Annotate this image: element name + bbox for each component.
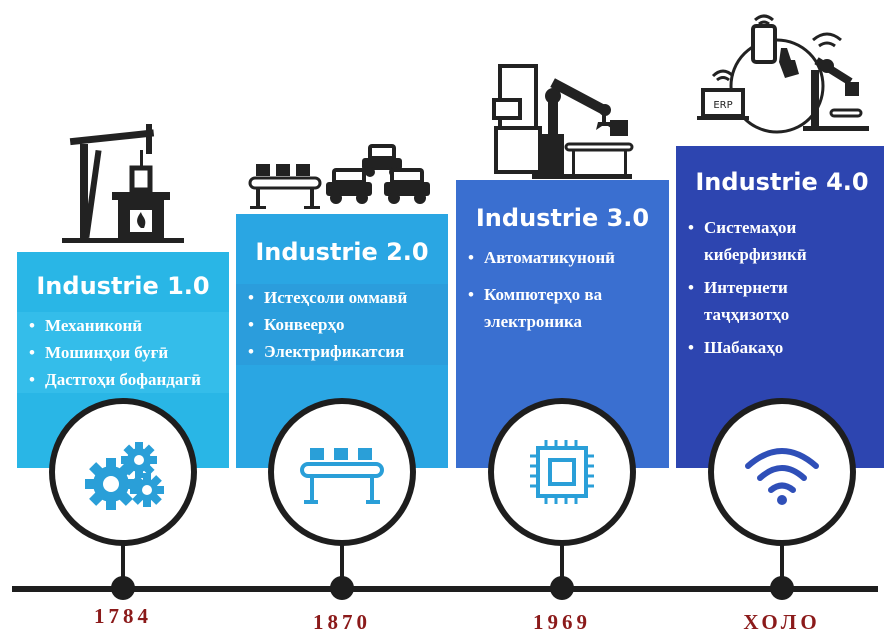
bullet-item: Мошинҳои буғӣ <box>17 339 229 366</box>
stage-title: Industrie 1.0 <box>36 272 210 300</box>
stage-bullets: Автоматикунонӣ Компютерҳо ва электроника <box>456 244 669 335</box>
stage-icon-circle-3 <box>488 398 636 546</box>
stage-bullets: Системаҳои киберфизикӣ Интернети таҷҳизо… <box>676 214 884 361</box>
bullet-item: Автоматикунонӣ <box>456 244 669 271</box>
timeline-connector <box>340 540 344 586</box>
conveyor-icon <box>300 448 384 504</box>
timeline-dot <box>550 576 574 600</box>
timeline-dot <box>111 576 135 600</box>
chip-icon <box>530 440 594 504</box>
bullet-item: Системаҳои <box>676 214 884 241</box>
stage-bullets: Истеҳсоли оммавӣ Конвеерҳо Электрификатс… <box>236 284 448 365</box>
bullet-item: Компютерҳо ва <box>456 281 669 308</box>
stage-bullets: Механиконӣ Мошинҳои буғӣ Дастгоҳи бофанд… <box>17 312 229 393</box>
stage-icon-circle-2 <box>268 398 416 546</box>
bullet-item-continued: электроника <box>484 312 583 331</box>
bullet-item: Электрификатсия <box>236 338 448 365</box>
bullet-item: Истеҳсоли оммавӣ <box>236 284 448 311</box>
year-label: 1784 <box>94 604 152 628</box>
cars-conveyor-icon <box>248 144 430 209</box>
erp-network-robot-icon: ERP <box>697 14 869 134</box>
timeline-dot <box>770 576 794 600</box>
erp-label: ERP <box>713 100 732 111</box>
bullet-item: Конвеерҳо <box>236 311 448 338</box>
year-label: 1870 <box>313 610 371 634</box>
timeline-connector <box>121 540 125 586</box>
bullet-item-continued: таҷҳизотҳо <box>704 305 790 324</box>
stage-title: Industrie 3.0 <box>475 204 650 232</box>
bullet-item: Дастгоҳи бофандагӣ <box>17 366 229 393</box>
year-label: ХОЛО <box>743 610 821 634</box>
stage-title: Industrie 4.0 <box>695 168 869 196</box>
timeline-connector <box>780 540 784 586</box>
stage-icon-circle-1 <box>49 398 197 546</box>
timeline-connector <box>560 540 564 586</box>
timeline-line <box>12 586 878 592</box>
stage-title: Industrie 2.0 <box>255 238 429 266</box>
bullet-item-continued: киберфизикӣ <box>704 245 807 264</box>
robot-arm-computer-icon <box>492 64 634 179</box>
bullet-item: Шабакаҳо <box>676 334 884 361</box>
year-label: 1969 <box>533 610 591 634</box>
steam-engine-icon <box>62 124 184 243</box>
stage-icon-circle-4 <box>708 398 856 546</box>
timeline-dot <box>330 576 354 600</box>
bullet-item: Механиконӣ <box>17 312 229 339</box>
gears-icon <box>85 442 164 510</box>
bullet-item: Интернети <box>676 274 884 301</box>
wifi-icon <box>745 448 819 505</box>
